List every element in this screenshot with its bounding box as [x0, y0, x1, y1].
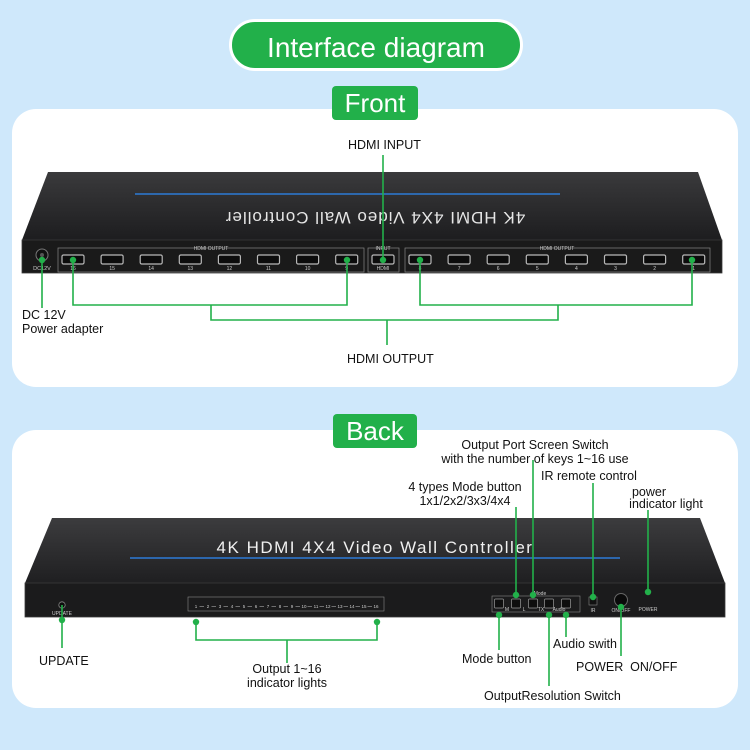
led-number-14: 14	[349, 604, 355, 609]
back-section-label: Back	[333, 414, 417, 448]
hdmi-output-port-2	[642, 254, 667, 265]
page-title: Interface diagram	[229, 19, 523, 71]
led-number-1: 1	[195, 604, 198, 609]
back-device-top	[25, 518, 725, 583]
power-label: POWER	[639, 607, 658, 613]
back-button-1[interactable]	[494, 598, 504, 609]
hdmi-output-port-14	[139, 254, 163, 265]
led-number-13: 13	[337, 604, 343, 609]
led-number-9: 9	[291, 604, 294, 609]
back-button-2[interactable]	[511, 598, 521, 609]
callout-screen-switch-2: with the number of keys 1~16 use	[441, 452, 629, 466]
hdmi-output-port-7	[447, 254, 471, 265]
hdmi-port-label-2: 2	[653, 266, 656, 272]
back-device-face	[24, 582, 726, 618]
led-number-8: 8	[279, 604, 282, 609]
hdmi-port-label-15: 15	[109, 266, 115, 272]
callout-power-light-2: indicator light	[629, 497, 703, 511]
back-button-4[interactable]	[544, 598, 554, 609]
hdmi-port-label-5: 5	[536, 266, 539, 272]
led-number-11: 11	[314, 604, 319, 609]
button-label-audio: Audio	[553, 607, 566, 613]
hdmi-output-port-6	[486, 254, 510, 265]
hdmi-port-label-13: 13	[188, 266, 194, 272]
hdmi-output-port-3	[603, 254, 628, 265]
hdmi-port-label-7: 7	[458, 266, 461, 272]
back-button-3[interactable]	[528, 598, 538, 609]
callout-hdmi-output: HDMI OUTPUT	[347, 352, 434, 366]
hdmi-output-port-4	[564, 254, 589, 265]
led-number-15: 15	[361, 604, 367, 609]
hdmi-port-label-6: 6	[497, 266, 500, 272]
led-number-2: 2	[207, 604, 210, 609]
front-device-diagram: 4K HDMI 4X4 Video Wall Controller DC12V …	[21, 155, 723, 345]
front-section-label: Front	[332, 86, 418, 120]
hdmi-port-label-10: 10	[305, 266, 311, 272]
callout-mode-types-2: 1x1/2x2/3x3/4x4	[419, 494, 511, 508]
hdmi-output-port-10	[296, 254, 320, 265]
led-frame	[187, 596, 385, 612]
back-device-title: 4K HDMI 4X4 Video Wall Controller	[217, 538, 534, 557]
callout-dc-line2: Power adapter	[22, 322, 104, 336]
hdmi-label: HDMI	[377, 266, 390, 272]
back-button-5[interactable]	[561, 598, 571, 609]
callout-screen-switch-1: Output Port Screen Switch	[461, 438, 609, 452]
callout-update: UPDATE	[39, 654, 89, 668]
hdmi-output-port-12	[217, 254, 241, 265]
hdmi-port-label-11: 11	[266, 266, 271, 272]
led-number-10: 10	[301, 604, 307, 609]
led-number-12: 12	[325, 604, 331, 609]
callout-resolution: OutputResolution Switch	[484, 689, 621, 703]
hdmi-output-label-right: HDMI OUTPUT	[540, 246, 575, 252]
hdmi-output-frame-left	[57, 247, 365, 273]
callout-mode-types-1: 4 types Mode button	[408, 480, 522, 494]
mode-caption: Mode	[534, 591, 547, 597]
hdmi-output-port-11	[256, 254, 281, 265]
callout-mode-button: Mode button	[462, 652, 532, 666]
callout-ir: IR remote control	[541, 469, 637, 483]
ir-label: IR	[591, 608, 596, 614]
hdmi-port-label-1: 1	[692, 266, 695, 272]
callout-audio: Audio swith	[553, 637, 617, 651]
led-number-7: 7	[267, 604, 270, 609]
hdmi-port-label-3: 3	[614, 266, 617, 272]
front-device-title: 4K HDMI 4X4 Video Wall Controller	[225, 208, 525, 227]
callout-power-light-1: power	[631, 485, 667, 499]
hdmi-output-frame-right	[404, 247, 711, 273]
hdmi-port-label-14: 14	[148, 266, 154, 272]
led-number-16: 16	[373, 604, 379, 609]
callout-dc-line1: DC 12V	[22, 308, 66, 322]
callout-power-onoff: POWER ON/OFF	[576, 660, 678, 674]
back-buttons: M L TX Audio	[494, 598, 571, 613]
hdmi-output-port-15	[100, 254, 124, 265]
led-number-3: 3	[219, 604, 222, 609]
hdmi-output-label-left: HDMI OUTPUT	[194, 246, 229, 252]
callout-output-lights-2: indicator lights	[247, 676, 327, 690]
hdmi-output-port-13	[178, 254, 202, 265]
callout-hdmi-input: HDMI INPUT	[348, 138, 421, 152]
button-label-tx: TX	[538, 607, 545, 613]
led-number-6: 6	[255, 604, 258, 609]
hdmi-port-label-12: 12	[227, 266, 233, 272]
hdmi-output-port-5	[525, 254, 549, 265]
led-number-4: 4	[231, 604, 234, 609]
button-label-m: M	[505, 607, 509, 613]
button-label-l: L	[523, 607, 526, 613]
front-device-top	[22, 172, 722, 240]
hdmi-port-label-4: 4	[575, 266, 578, 272]
callout-output-lights-1: Output 1~16	[252, 662, 322, 676]
led-number-5: 5	[243, 604, 246, 609]
